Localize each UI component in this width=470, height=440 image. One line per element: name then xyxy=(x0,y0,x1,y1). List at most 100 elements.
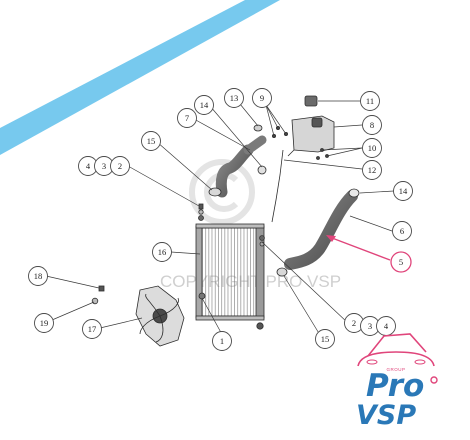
svg-text:4: 4 xyxy=(86,161,91,171)
fan-washer-19 xyxy=(91,297,99,305)
leader-9c xyxy=(265,104,275,137)
logo-car-body xyxy=(357,351,435,367)
logo-headlight-right xyxy=(414,359,426,365)
leader-12 xyxy=(283,159,363,170)
side-fastener-a xyxy=(259,235,265,241)
callout-11: 11 xyxy=(360,91,380,111)
svg-text:13: 13 xyxy=(230,93,239,103)
svg-text:14: 14 xyxy=(200,100,209,110)
logo-headlight-left xyxy=(366,359,378,365)
expansion-tank xyxy=(287,115,335,157)
svg-text:2: 2 xyxy=(118,161,122,171)
callout-15a: 15 xyxy=(141,131,161,151)
logo-dot-accent xyxy=(430,376,438,384)
svg-text:10: 10 xyxy=(368,143,377,153)
leader-10b xyxy=(326,147,363,157)
highlight-arrow xyxy=(326,235,391,261)
lower-hose xyxy=(284,190,358,270)
logo-line2: VSP xyxy=(356,400,416,431)
callout-16: 16 xyxy=(152,242,172,262)
leader-13 xyxy=(239,103,259,127)
callout-14b: 14 xyxy=(393,181,413,201)
logo-line1: Pro xyxy=(366,368,424,404)
banner-text: pro-piece-vsp.com xyxy=(44,72,231,192)
cooling-fan xyxy=(135,285,185,347)
highlight-arrowhead xyxy=(326,235,336,242)
side-fastener-b xyxy=(259,241,265,247)
callout-4b: 4 xyxy=(376,316,396,336)
svg-text:3: 3 xyxy=(368,321,372,331)
leader-9b xyxy=(265,104,287,135)
leader-14a xyxy=(209,105,263,168)
svg-text:9: 9 xyxy=(260,93,264,103)
expansion-tank-cap xyxy=(311,117,323,128)
logo-group-text: GROUP xyxy=(386,367,405,372)
svg-text:2: 2 xyxy=(352,318,356,328)
callout-6: 6 xyxy=(392,221,412,241)
fan-blade-3 xyxy=(155,315,164,343)
svg-text:6: 6 xyxy=(400,226,404,236)
leader-lines xyxy=(45,100,395,339)
svg-text:5: 5 xyxy=(399,257,403,267)
callout-15b: 15 xyxy=(315,329,335,349)
upper-fasteners xyxy=(198,203,204,221)
leader-9a xyxy=(265,104,279,129)
callout-3b: 3 xyxy=(360,316,380,336)
fastener-a xyxy=(198,203,204,210)
logo-car-roof xyxy=(367,333,427,357)
svg-text:12: 12 xyxy=(368,165,377,175)
callout-2a: 2 xyxy=(110,156,130,176)
fan-blade-1 xyxy=(145,293,161,317)
banner-stripe xyxy=(0,0,280,155)
callout-8: 8 xyxy=(362,115,382,135)
highlight-line xyxy=(331,237,391,261)
upper-hose xyxy=(215,144,254,198)
callout-14a: 14 xyxy=(194,95,214,115)
svg-text:1: 1 xyxy=(220,336,224,346)
svg-text:15: 15 xyxy=(321,334,330,344)
leader-7 xyxy=(193,118,251,151)
callout-9: 9 xyxy=(252,88,272,108)
leader-15b xyxy=(283,275,321,336)
svg-text:7: 7 xyxy=(185,113,189,123)
hose-clamp-13 xyxy=(253,124,263,132)
leader-15a xyxy=(156,141,213,191)
svg-text:4: 4 xyxy=(384,321,389,331)
tank-cap-part xyxy=(304,95,318,107)
callout-12: 12 xyxy=(362,160,382,180)
hose-clamp-14a xyxy=(257,165,267,175)
svg-text:17: 17 xyxy=(88,324,97,334)
leader-14b xyxy=(359,190,395,194)
callout-1: 1 xyxy=(212,331,232,351)
radiator-left-tank xyxy=(195,225,203,319)
svg-text:3: 3 xyxy=(102,161,106,171)
svg-text:16: 16 xyxy=(158,247,167,257)
leader-8 xyxy=(333,124,363,128)
radiator-bottom-rail xyxy=(195,315,265,321)
mount-bush-1 xyxy=(198,292,206,300)
upper-hose-top xyxy=(243,135,267,155)
hose-clamp-14b xyxy=(348,188,360,198)
fan-screw-18 xyxy=(98,285,105,292)
callout-19: 19 xyxy=(34,313,54,333)
expansion-tank-outlet xyxy=(287,149,295,157)
leader-2b xyxy=(261,241,349,324)
mount-bush-2 xyxy=(256,322,264,330)
leader-10a xyxy=(321,147,363,151)
leader-18 xyxy=(45,275,100,289)
clip-10c xyxy=(316,156,320,160)
leader-17 xyxy=(99,317,143,329)
callout-10: 10 xyxy=(362,138,382,158)
callout-18: 18 xyxy=(28,266,48,286)
overflow-pipe xyxy=(271,149,284,223)
watermark-copyright-symbol xyxy=(189,159,255,225)
leader-19 xyxy=(51,301,95,321)
fastener-b xyxy=(198,209,204,215)
svg-text:18: 18 xyxy=(34,271,43,281)
fan-blade-4 xyxy=(139,315,161,335)
radiator-top-rail xyxy=(195,223,265,229)
leader-2a xyxy=(127,165,200,207)
svg-text:11: 11 xyxy=(366,96,374,106)
callout-17: 17 xyxy=(82,319,102,339)
